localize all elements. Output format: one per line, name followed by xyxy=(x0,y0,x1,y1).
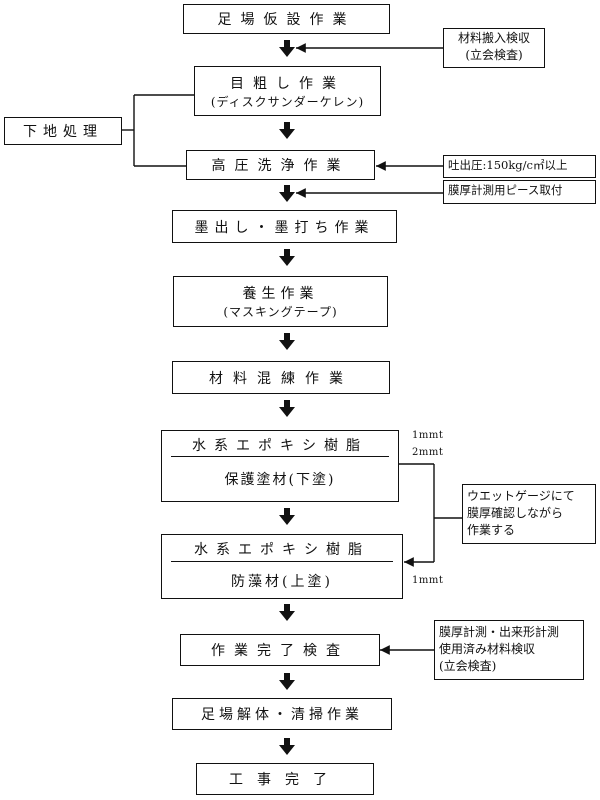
step-dismantle: 足場解体・清掃作業 xyxy=(172,698,392,730)
note-final-line3: (立会検査) xyxy=(439,659,497,673)
note-piece: 膜厚計測用ピース取付 xyxy=(443,180,596,204)
side-prep-label: 下地処理 xyxy=(23,124,103,140)
side-prep: 下地処理 xyxy=(4,117,122,145)
step-rough-sub: (ディスクサンダーケレン) xyxy=(210,94,365,109)
note-material: 材料搬入検収 (立会検査) xyxy=(443,28,545,68)
note-piece-text: 膜厚計測用ピース取付 xyxy=(448,183,563,197)
down-arrow-2 xyxy=(279,122,295,139)
down-arrow-9 xyxy=(279,673,295,690)
down-arrow-7 xyxy=(279,508,295,525)
down-arrow-10 xyxy=(279,738,295,755)
step-dismantle-label: 足場解体・清掃作業 xyxy=(201,707,363,723)
down-arrow-6 xyxy=(279,400,295,417)
step-cure-label: 養生作業 xyxy=(242,286,319,302)
step-inspect-label: 作業完了検査 xyxy=(211,643,349,659)
step-scaffold: 足場仮設作業 xyxy=(183,4,390,34)
step-mix-label: 材料混練作業 xyxy=(209,370,353,387)
step-protect-resin: 水系エポキシ樹脂 xyxy=(192,438,368,454)
step-cure: 養生作業 (マスキングテープ) xyxy=(173,276,388,327)
step-protect: 水系エポキシ樹脂 保護塗材(下塗) xyxy=(161,430,399,502)
note-wet-line2: 膜厚確認しながら xyxy=(467,506,564,520)
step-algae-label: 防藻材(上塗) xyxy=(231,574,333,590)
down-arrow-1 xyxy=(279,40,295,57)
step-wash: 高圧洗浄作業 xyxy=(186,150,375,180)
step-rough: 目粗し作業 (ディスクサンダーケレン) xyxy=(194,66,381,116)
step-complete-label: 工事完了 xyxy=(229,772,341,788)
note-final-line2: 使用済み材料検収 xyxy=(439,642,536,656)
step-mix: 材料混練作業 xyxy=(172,361,390,394)
note-wet-gauge: ウエットゲージにて 膜厚確認しながら 作業する xyxy=(462,484,596,544)
note-pressure: 吐出圧:150kg/c㎡以上 xyxy=(443,155,596,178)
step-cure-sub: (マスキングテープ) xyxy=(223,305,338,319)
down-arrow-3 xyxy=(279,185,295,202)
down-arrow-4 xyxy=(279,249,295,266)
step-algae-divider xyxy=(171,561,393,562)
down-arrow-5 xyxy=(279,333,295,350)
step-wash-label: 高圧洗浄作業 xyxy=(211,158,350,174)
step-complete: 工事完了 xyxy=(196,763,374,795)
thickness-2: 2mmt xyxy=(412,447,444,458)
note-pressure-text: 吐出圧:150kg/c㎡以上 xyxy=(448,158,568,172)
step-inspect: 作業完了検査 xyxy=(180,634,380,666)
thickness-1: 1mmt xyxy=(412,430,444,441)
step-rough-label: 目粗し作業 xyxy=(230,75,345,92)
step-protect-divider xyxy=(171,456,389,457)
note-wet-line3: 作業する xyxy=(467,523,516,537)
note-material-line2: (立会検査) xyxy=(465,48,523,62)
note-final: 膜厚計測・出来形計測 使用済み材料検収 (立会検査) xyxy=(434,620,584,680)
step-scaffold-label: 足場仮設作業 xyxy=(217,12,356,28)
step-algae: 水系エポキシ樹脂 防藻材(上塗) xyxy=(161,534,403,599)
thickness-3: 1mmt xyxy=(412,575,444,586)
step-algae-resin: 水系エポキシ樹脂 xyxy=(194,542,370,558)
down-arrow-8 xyxy=(279,604,295,621)
note-wet-line1: ウエットゲージにて xyxy=(467,489,575,503)
step-marking: 墨出し・墨打ち作業 xyxy=(172,210,397,243)
note-final-line1: 膜厚計測・出来形計測 xyxy=(439,625,560,639)
note-material-line1: 材料搬入検収 xyxy=(457,31,530,45)
step-marking-label: 墨出し・墨打ち作業 xyxy=(194,219,375,236)
step-protect-label: 保護塗材(下塗) xyxy=(224,472,336,488)
